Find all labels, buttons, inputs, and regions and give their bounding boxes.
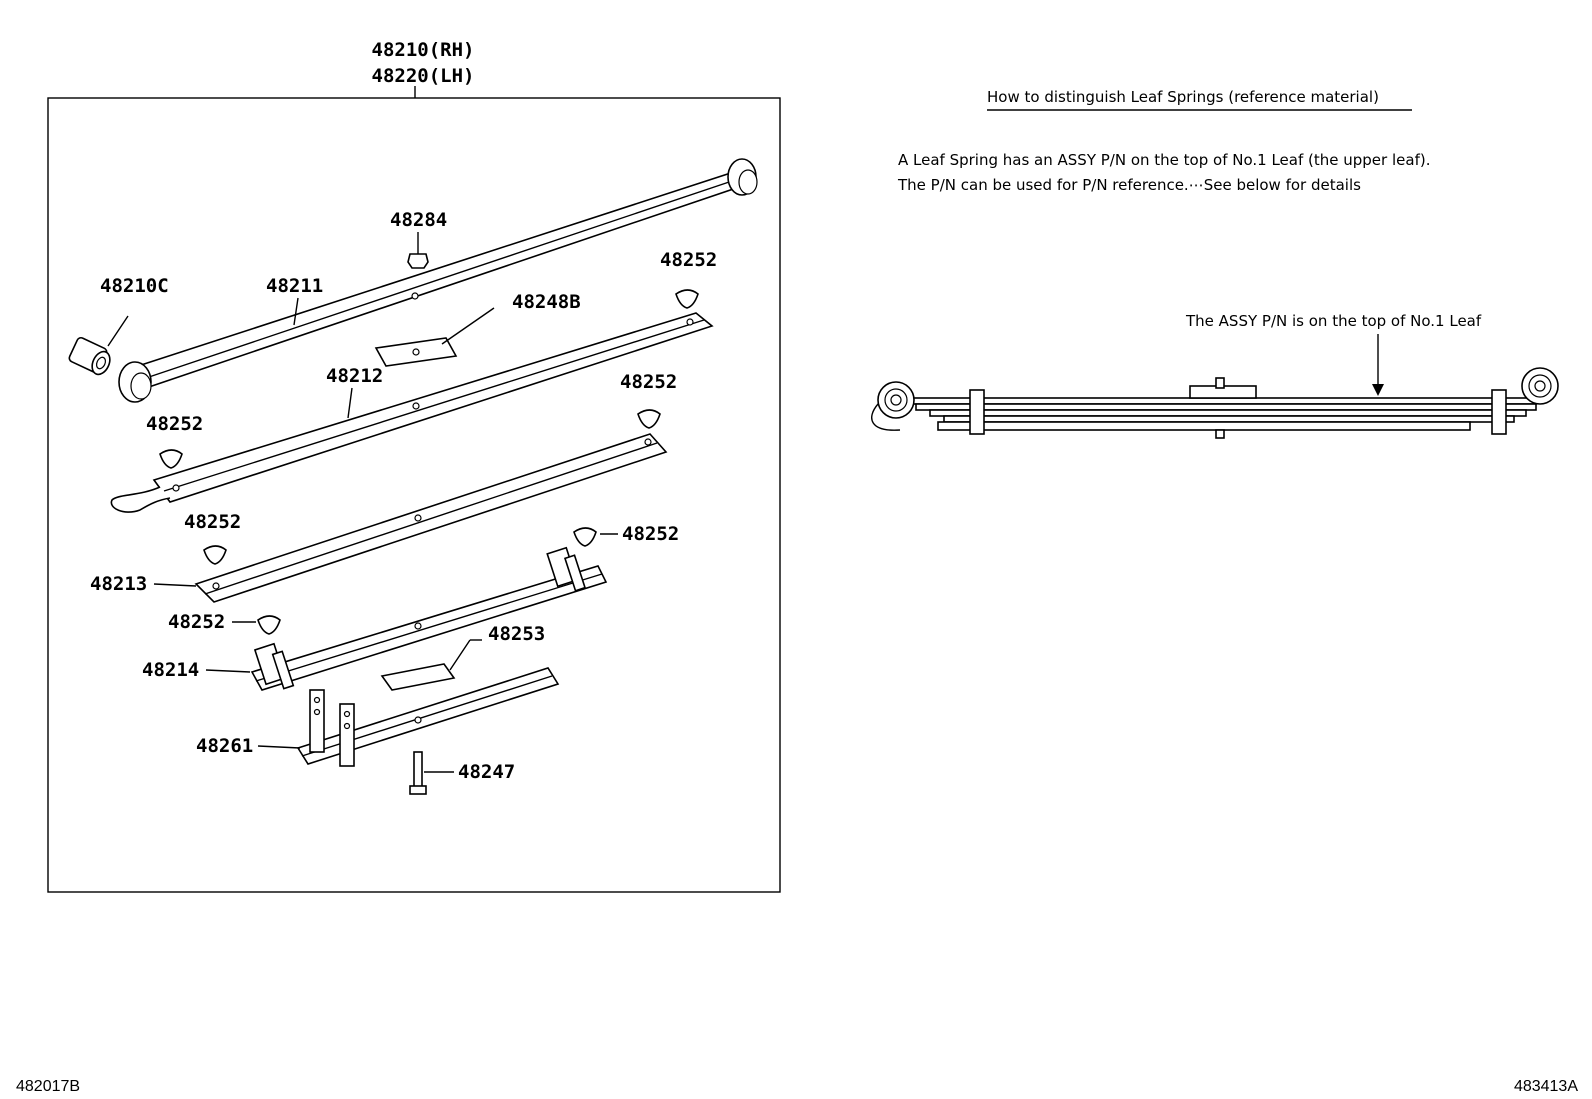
center-bolt <box>409 751 427 795</box>
label-48247: 48247 <box>458 761 515 783</box>
nut <box>407 253 429 269</box>
exploded-view: 48210(RH) 48220(LH) 48210C 48211 48284 <box>47 39 781 893</box>
label-48252-f: 48252 <box>168 611 225 633</box>
label-48213: 48213 <box>90 573 147 595</box>
label-48252-b: 48252 <box>146 413 203 435</box>
assembly-frame <box>47 97 781 893</box>
leaf-spring-side-view <box>871 367 1559 439</box>
leaf-spring-no2 <box>110 312 714 513</box>
label-48284: 48284 <box>390 209 447 231</box>
assembly-label-lh: 48220(LH) <box>372 65 475 87</box>
leaf-spring-no1 <box>118 158 758 403</box>
label-48252-c: 48252 <box>620 371 677 393</box>
leaf-spring-no4 <box>250 546 608 691</box>
leaf-spring-no3 <box>194 433 668 603</box>
reference-line-2: The P/N can be used for P/N reference.⋯S… <box>897 176 1361 194</box>
right-figure-code: 483413A <box>1514 1078 1578 1095</box>
silencers <box>159 289 699 635</box>
label-48212: 48212 <box>326 365 383 387</box>
label-48252-e: 48252 <box>622 523 679 545</box>
reference-line-1: A Leaf Spring has an ASSY P/N on the top… <box>898 151 1430 169</box>
assembly-label-rh: 48210(RH) <box>372 39 475 61</box>
label-48252-a: 48252 <box>660 249 717 271</box>
leaf-spring-no5 <box>296 667 560 767</box>
assy-pn-callout: The ASSY P/N is on the top of No.1 Leaf <box>1185 312 1482 330</box>
label-48211: 48211 <box>266 275 323 297</box>
callout-arrowhead <box>1372 384 1384 396</box>
label-48253: 48253 <box>488 623 545 645</box>
label-48261: 48261 <box>196 735 253 757</box>
label-48210c: 48210C <box>100 275 169 297</box>
label-48248b: 48248B <box>512 291 581 313</box>
bushing <box>68 336 111 376</box>
label-48214: 48214 <box>142 659 199 681</box>
reference-panel: How to distinguish Leaf Springs (referen… <box>871 88 1559 439</box>
left-figure-code: 482017B <box>16 1078 80 1095</box>
reference-heading: How to distinguish Leaf Springs (referen… <box>987 88 1379 106</box>
label-48252-d: 48252 <box>184 511 241 533</box>
spacer <box>380 663 456 691</box>
